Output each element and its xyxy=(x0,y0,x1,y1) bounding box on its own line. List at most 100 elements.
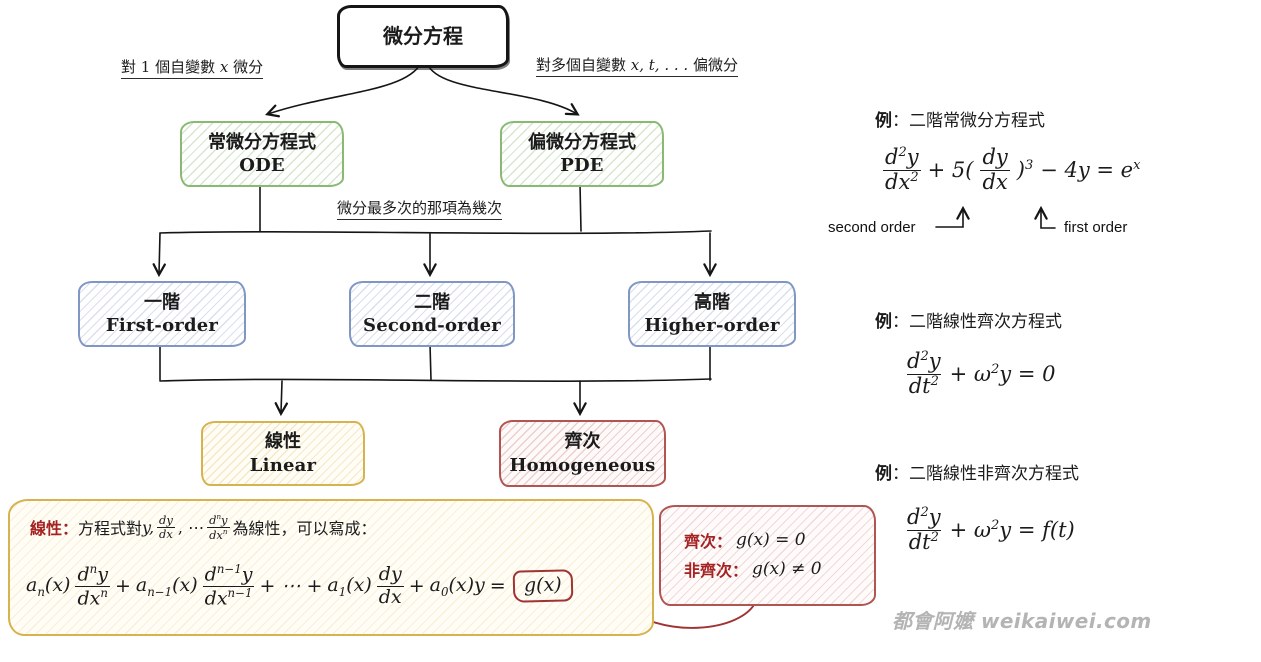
math-sup: 2 xyxy=(991,362,1000,378)
math-sup: 2 xyxy=(898,145,907,160)
fraction-numerator: dy xyxy=(378,563,402,586)
math-token: y xyxy=(241,563,253,586)
fraction-numerator: dny xyxy=(207,513,229,527)
node-pde: 偏微分方程式 PDE xyxy=(500,121,664,187)
node-label-zh: 齊次 xyxy=(564,431,601,453)
edge-label-many-variables: 對多個自變數 x, t, . . . 偏微分 xyxy=(536,54,738,77)
math-term: − 4y = ex xyxy=(1040,158,1140,182)
math-token: dt xyxy=(908,529,931,554)
fraction-numerator: dny xyxy=(75,562,109,586)
math-token: dx xyxy=(77,586,101,609)
math-term: a0(x)y xyxy=(430,574,485,599)
homogeneous-definition-note xyxy=(659,505,876,606)
math-expression: g(x) = 0 xyxy=(736,530,806,550)
example-title-bold: 例 xyxy=(875,111,892,131)
fraction: dny dxn xyxy=(75,562,110,610)
node-label-en: PDE xyxy=(560,155,604,176)
edge-label-one-variable: 對 1 個自變數 x 微分 xyxy=(121,56,264,79)
math-token: + ω xyxy=(949,518,992,543)
math-token: + ω xyxy=(949,362,992,387)
node-label-zh: 線性 xyxy=(265,431,301,453)
math-sup: n xyxy=(216,512,222,521)
node-linear: 線性 Linear xyxy=(201,421,365,486)
node-label-zh: 高階 xyxy=(694,291,730,313)
node-homogeneous: 齊次 Homogeneous xyxy=(499,420,666,487)
fraction-denominator: dx xyxy=(376,585,404,608)
math-sup: 2 xyxy=(910,169,919,185)
math-sup: 2 xyxy=(920,505,929,520)
node-label-en: Second-order xyxy=(363,315,501,336)
math-sup: n−1 xyxy=(227,585,253,600)
gx-highlight-box: g(x) xyxy=(512,569,573,603)
math-token: y = 0 xyxy=(999,362,1056,387)
example1-title: 例：二階常微分方程式 xyxy=(875,106,1045,131)
node-differential-equation: 微分方程 xyxy=(337,5,509,68)
math-token: (x)y xyxy=(448,573,485,596)
math-term: a1(x) xyxy=(327,574,371,599)
fraction-denominator: dx2 xyxy=(883,169,921,195)
math-token: y, xyxy=(142,517,155,537)
node-label-en: ODE xyxy=(239,155,285,176)
fraction-denominator: dxn−1 xyxy=(202,585,255,610)
example-title-text: ：二階線性齊次方程式 xyxy=(892,312,1062,332)
node-first-order: 一階 First-order xyxy=(78,281,246,347)
nonhomogeneous-label: 非齊次： xyxy=(684,561,749,580)
linear-general-formula: an(x) dny dxn + an−1(x) dn−1y dxn−1 + ⋯ … xyxy=(26,562,573,610)
annotation-text: second order xyxy=(828,219,916,236)
math-operator: + ⋯ + xyxy=(259,575,323,598)
fraction: d2y dx2 xyxy=(883,145,921,195)
fraction-denominator: dxn xyxy=(75,585,110,610)
node-label-en: First-order xyxy=(105,315,219,336)
math-var: x, t, . . . xyxy=(630,56,689,74)
math-sup: 3 xyxy=(1024,158,1034,174)
linear-note-body: , ⋯ xyxy=(177,517,205,537)
math-token: d xyxy=(204,563,217,586)
example-title-bold: 例 xyxy=(875,312,892,332)
annotation-text: first order xyxy=(1064,219,1128,236)
fraction-denominator: dxn xyxy=(207,526,230,542)
node-ode: 常微分方程式 ODE xyxy=(180,121,344,187)
math-token: y xyxy=(97,563,108,586)
fraction: d2y dt 2 xyxy=(905,505,943,554)
math-sup: n xyxy=(222,526,228,536)
math-term: an(x) xyxy=(26,574,70,599)
node-label-en: Higher-order xyxy=(644,315,780,336)
node-label-zh: 常微分方程式 xyxy=(208,131,316,153)
math-token: d xyxy=(885,145,899,169)
math-token: a xyxy=(135,573,148,596)
edge-label-highest-order: 微分最多次的那項為幾次 xyxy=(337,197,503,220)
example2-formula: d2y dt2 + ω2y = 0 xyxy=(905,349,1056,399)
math-token: d xyxy=(77,563,90,586)
math-token: (x) xyxy=(346,573,372,596)
math-token: ) xyxy=(1016,158,1025,183)
edge-label-text: 對 1 個自變數 xyxy=(121,58,220,76)
fraction-dy-dx: dy dx xyxy=(157,512,175,541)
math-token: d xyxy=(907,505,921,529)
math-token: dx xyxy=(885,169,911,194)
example-title-bold: 例 xyxy=(875,464,892,484)
linear-note-body: 為線性，可以寫成： xyxy=(232,519,377,539)
math-token: d xyxy=(209,512,217,527)
node-label-en: Homogeneous xyxy=(509,454,656,476)
fraction-numerator: d2y xyxy=(905,505,943,530)
math-sup: n xyxy=(100,585,108,600)
math-token: y xyxy=(221,512,228,527)
math-sup: n xyxy=(89,562,98,576)
math-sub: n−1 xyxy=(147,584,173,599)
node-label-zh: 二階 xyxy=(414,291,450,313)
math-term: an−1(x) xyxy=(136,574,198,599)
fraction-denominator: dt2 xyxy=(906,373,941,399)
fraction-numerator: dn−1y xyxy=(203,562,255,586)
math-token: y xyxy=(906,145,919,169)
math-sub: 0 xyxy=(440,584,449,599)
example3-title: 例：二階線性非齊次方程式 xyxy=(875,459,1079,484)
annotation-second-order: second order xyxy=(828,219,916,236)
node-second-order: 二階 Second-order xyxy=(349,281,515,347)
math-token: dx xyxy=(209,527,223,542)
homogeneous-line: 齊次： g(x) = 0 xyxy=(684,528,806,552)
edge-label-text: 微分最多次的那項為幾次 xyxy=(337,199,503,217)
fraction-numerator: dy xyxy=(159,512,173,527)
math-operator: = xyxy=(489,575,506,598)
math-token: y xyxy=(928,505,941,529)
fraction-denominator: dx xyxy=(157,526,175,541)
